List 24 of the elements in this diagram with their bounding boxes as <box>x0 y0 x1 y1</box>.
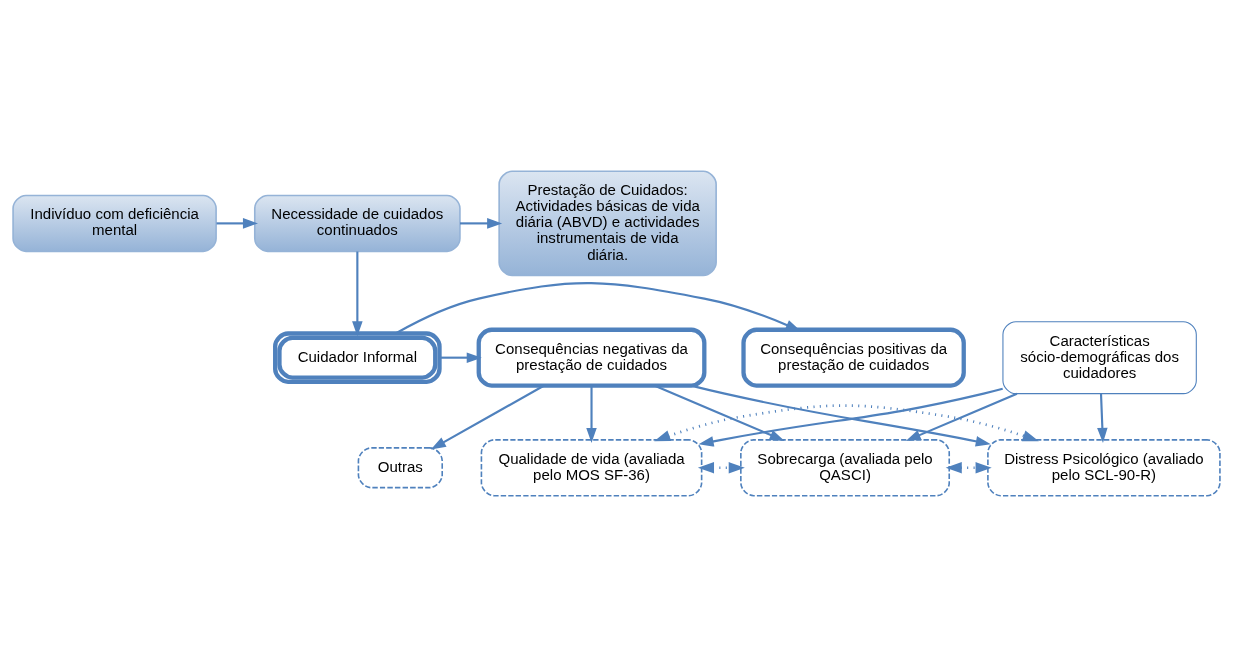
node-box: Necessidade de cuidados continuados <box>253 194 461 252</box>
arrow <box>439 351 482 363</box>
arrow <box>352 251 363 336</box>
node-box: Sobrecarga (avaliada pelo QASCI) <box>740 438 951 496</box>
arrow <box>905 392 1018 441</box>
arrow <box>395 281 801 334</box>
node-box: Cuidador Informal <box>273 330 442 384</box>
arrow <box>945 461 992 473</box>
arrow <box>1097 393 1108 443</box>
node-box: Consequências positivas da prestação de cuidados <box>741 327 966 388</box>
node-box: Qualidade de vida (avaliada pelo MOS SF-36) <box>480 438 703 496</box>
arrow <box>697 461 745 473</box>
arrow <box>460 217 503 229</box>
node-box: Características sócio-demográficas dos cuidadores <box>1002 320 1197 394</box>
node-box: Indivíduo com deficiência mental <box>12 194 217 252</box>
node-box: Prestação de Cuidados: Actividades básicas de vida diária (ABVD) e actividades instrumentais de vida diária. <box>498 170 717 276</box>
arrow <box>216 217 258 229</box>
node-box: Consequências negativas da prestação de cuidados <box>476 327 707 388</box>
arrow <box>586 385 597 443</box>
node-box: Distress Psicológico (avaliado pelo SCL-90-R) <box>987 438 1221 496</box>
arrow <box>654 403 1039 441</box>
arrow <box>654 384 785 441</box>
arrow <box>430 384 545 449</box>
node-box: Outras <box>357 446 443 488</box>
